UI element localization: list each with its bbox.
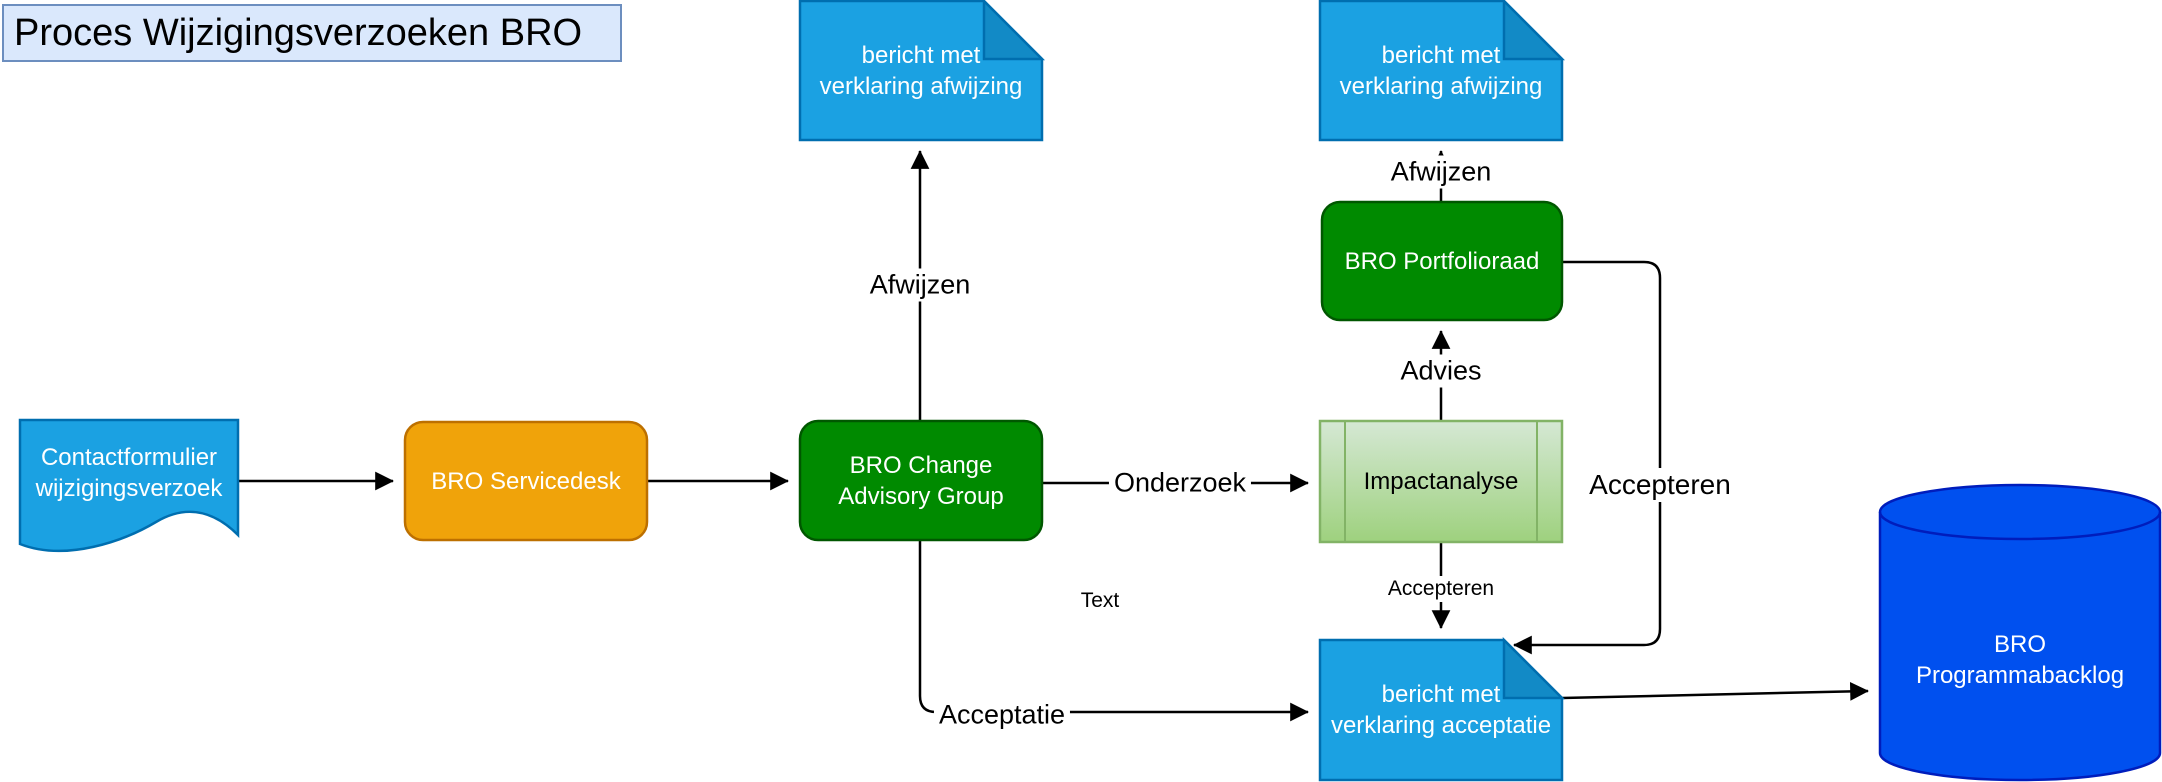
edge-label-accepteren-down[interactable]: Accepteren (1382, 576, 1500, 602)
contact-form-document-shape[interactable] (18, 418, 240, 552)
impactanalyse-shape[interactable] (1318, 419, 1564, 544)
programmabacklog-cylinder-shape[interactable] (1878, 483, 2162, 782)
edge-label-accepteren-right[interactable]: Accepteren (1584, 468, 1736, 502)
edge-cag-to-acceptance-note[interactable] (918, 540, 1309, 722)
servicedesk-shape[interactable] (403, 420, 649, 542)
edge-label-acceptatie[interactable]: Acceptatie (933, 698, 1071, 732)
acceptance-note-shape[interactable] (1318, 636, 1566, 782)
edge-label-afwijzen-portfolio[interactable]: Afwijzen (1385, 155, 1497, 189)
rejection-note-2-shape[interactable] (1318, 0, 1566, 142)
edge-label-afwijzen-cag[interactable]: Afwijzen (864, 268, 976, 302)
note-fold (982, 0, 1046, 61)
edge-label-advies[interactable]: Advies (1395, 354, 1487, 388)
edge-label-onderzoek[interactable]: Onderzoek (1108, 466, 1252, 500)
change-advisory-group-shape[interactable] (798, 419, 1044, 542)
note-fold (1502, 0, 1566, 61)
note-fold (1502, 636, 1566, 700)
portfolioraad-shape[interactable] (1320, 200, 1564, 322)
edge-portfolioraad-to-acceptance-note[interactable] (1513, 260, 1662, 655)
edge-acceptance-note-to-backlog[interactable] (1561, 682, 1869, 701)
diagram-title[interactable]: Proces Wijzigingsverzoeken BRO (2, 4, 622, 62)
rejection-note-1-shape[interactable] (798, 0, 1046, 142)
free-text-label[interactable]: Text (1075, 588, 1125, 614)
cylinder-rim (1878, 511, 2162, 541)
